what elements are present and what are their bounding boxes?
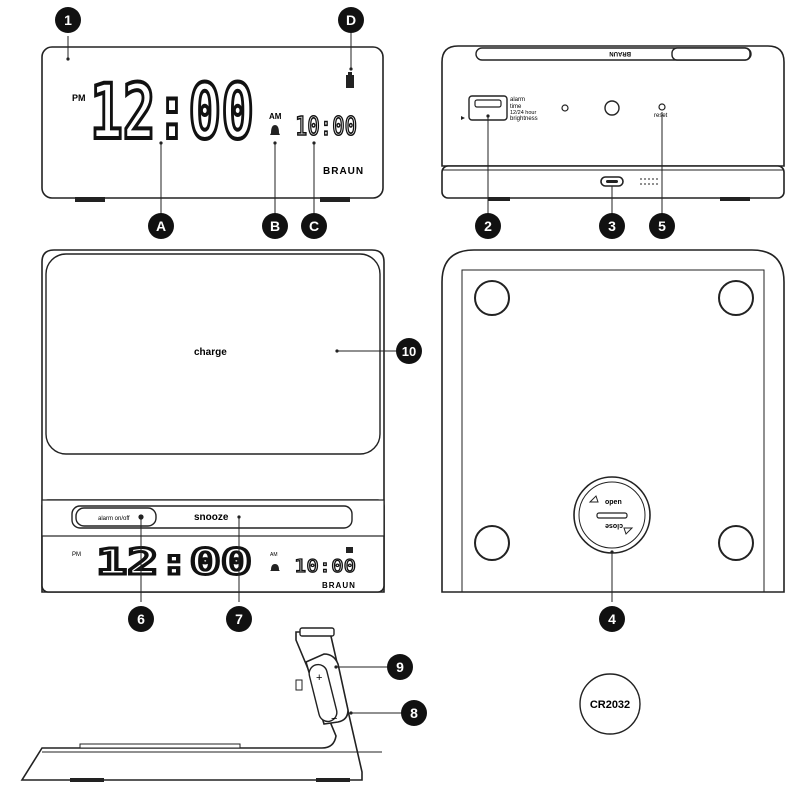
callouts: 1 D A B C 2 3 5 10 6 7 4 9 8 [55,7,675,726]
svg-text:4: 4 [608,611,616,627]
battery-type-label: CR2032 [590,699,630,711]
coin-battery: CR2032 [579,673,641,735]
svg-text:8: 8 [410,705,418,721]
top-battery-icon [346,547,353,553]
callout-9: 9 [387,654,413,680]
rubber-foot [474,280,510,316]
light-sensor [561,104,569,112]
alarm-time-display: 10:00 [295,112,357,142]
svg-text:7: 7 [235,611,243,627]
alarm-bell-icon [270,125,280,135]
screw-hole [604,100,620,116]
side-view: + − [20,627,402,782]
volume-minus-label: − [331,713,337,725]
top-am-indicator: AM [270,552,278,558]
callout-c: C [301,213,327,239]
top-view: charge alarm on/off snooze PM 12:00 AM 1… [41,249,398,602]
charging-pad [45,253,381,455]
rubber-foot [474,525,510,561]
callout-d: D [338,7,364,33]
pm-indicator: PM [72,93,86,103]
callout-7: 7 [226,606,252,632]
back-view: BRAUN alarm time 12/24 hour brightness r… [441,45,785,216]
reset-label: reset [654,113,668,119]
open-label: open [605,499,622,506]
main-time-display: 12:00 [90,67,254,156]
slider-label-brightness: brightness [510,116,538,122]
svg-text:A: A [156,218,166,234]
slider-label-time: time [510,104,522,110]
callout-1: 1 [55,7,81,33]
charge-label: charge [194,347,227,358]
svg-text:2: 2 [484,218,492,234]
front-view: PM 12:00 AM 10:00 BRAUN [41,30,384,216]
top-pm-indicator: PM [72,552,81,558]
bottom-view: open close [441,249,785,602]
callout-8: 8 [401,700,427,726]
top-alarm-bell-icon [270,564,280,571]
svg-text:B: B [270,218,280,234]
reset-button [658,103,666,111]
top-alarm-time: 10:00 [294,556,356,577]
svg-text:3: 3 [608,218,616,234]
rubber-foot [718,280,754,316]
rubber-foot [718,525,754,561]
callout-4: 4 [599,606,625,632]
brand-logo: BRAUN [323,166,364,177]
slider-label-alarm: alarm [510,97,525,103]
top-main-time: 12:00 [96,542,252,583]
alarm-on-off-switch [75,507,157,527]
svg-text:1: 1 [64,12,72,28]
slider-label-12-24: 12/24 hour [510,110,536,116]
callout-a: A [148,213,174,239]
svg-text:6: 6 [137,611,145,627]
callout-3: 3 [599,213,625,239]
svg-text:9: 9 [396,659,404,675]
close-label: close [605,522,623,529]
svg-text:D: D [346,12,356,28]
snooze-label: snooze [194,512,229,523]
am-indicator: AM [269,112,282,121]
battery-icon [346,72,354,88]
top-brand-logo: BRAUN [322,581,356,590]
callout-2: 2 [475,213,501,239]
svg-text:C: C [309,218,319,234]
volume-button [308,663,338,723]
svg-text:10: 10 [402,344,416,359]
svg-text:5: 5 [658,218,666,234]
callout-10: 10 [396,338,422,364]
brand-top-text: BRAUN [609,50,631,56]
callout-6: 6 [128,606,154,632]
callout-b: B [262,213,288,239]
callout-5: 5 [649,213,675,239]
alarm-switch-label: alarm on/off [98,516,130,522]
volume-plus-label: + [316,672,322,684]
